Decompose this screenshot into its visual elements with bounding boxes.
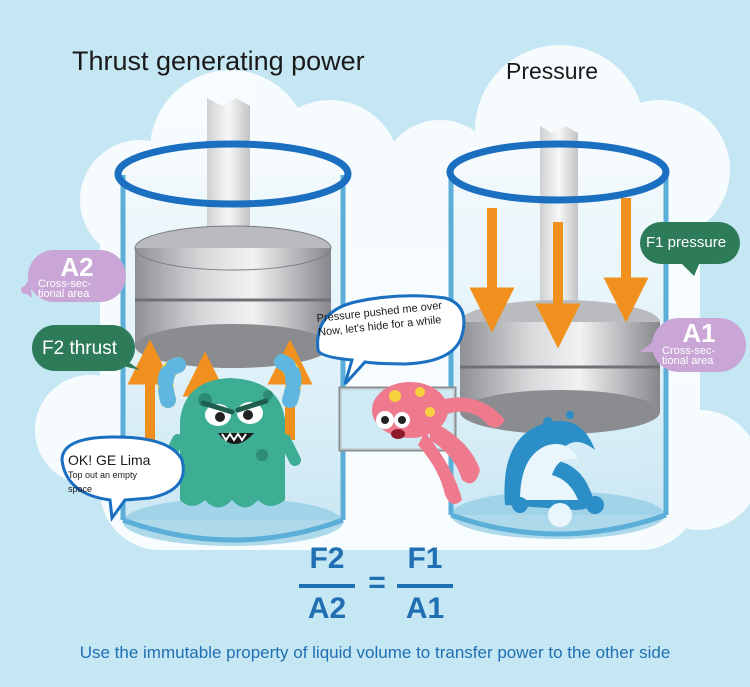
area-label-left-symbol: A2 [60, 252, 94, 282]
formula-equals: = [368, 566, 386, 599]
thrust-label: F2 thrust [42, 338, 117, 359]
water-wave [504, 411, 604, 527]
formula-left-fraction-bar [299, 584, 355, 588]
area-bubble-right [640, 318, 746, 372]
area-label-left-line1: Cross-sec- [38, 278, 92, 290]
pressure-label: F1 pressure [646, 234, 727, 251]
octopus-character [372, 382, 505, 504]
left-rim [114, 140, 352, 208]
area-label-left-caption: Cross-sec- tional area [38, 278, 92, 300]
area-label-right-caption: Cross-sec- tional area [662, 345, 716, 367]
area-bubble-left [21, 250, 126, 302]
speech-ok-text: OK! GE Lima Top out an empty space [68, 452, 150, 494]
speech-bubble-ok [60, 435, 185, 523]
formula-right-numerator: F1 [407, 542, 443, 575]
left-piston [134, 225, 332, 368]
speech-ok-line2: Top out an empty [68, 470, 138, 480]
formula-right-denominator: A1 [405, 592, 445, 625]
formula-left-numerator: F2 [309, 542, 345, 575]
pressure-arrows [469, 198, 649, 349]
area-label-left-line2: tional area [38, 288, 90, 300]
right-rim [446, 140, 670, 204]
right-title: Pressure [506, 58, 599, 84]
speech-ok-line1: OK! GE Lima [68, 452, 151, 468]
footer-caption: Use the immutable property of liquid vol… [79, 643, 671, 662]
left-rod [207, 98, 250, 260]
speech-bubble-pressure [316, 294, 466, 386]
area-label-right-line1: Cross-sec- [662, 345, 716, 357]
thrust-bubble [32, 325, 140, 371]
speech-ok-line3: space [68, 484, 93, 494]
green-monster-character [157, 354, 302, 508]
area-label-right-symbol: A1 [682, 318, 716, 348]
left-title: Thrust generating power [72, 46, 365, 76]
area-label-right-line2: tional area [662, 355, 714, 367]
formula-right-fraction-bar [397, 584, 453, 588]
pressure-bubble [640, 222, 740, 276]
formula-left-denominator: A2 [307, 592, 347, 625]
